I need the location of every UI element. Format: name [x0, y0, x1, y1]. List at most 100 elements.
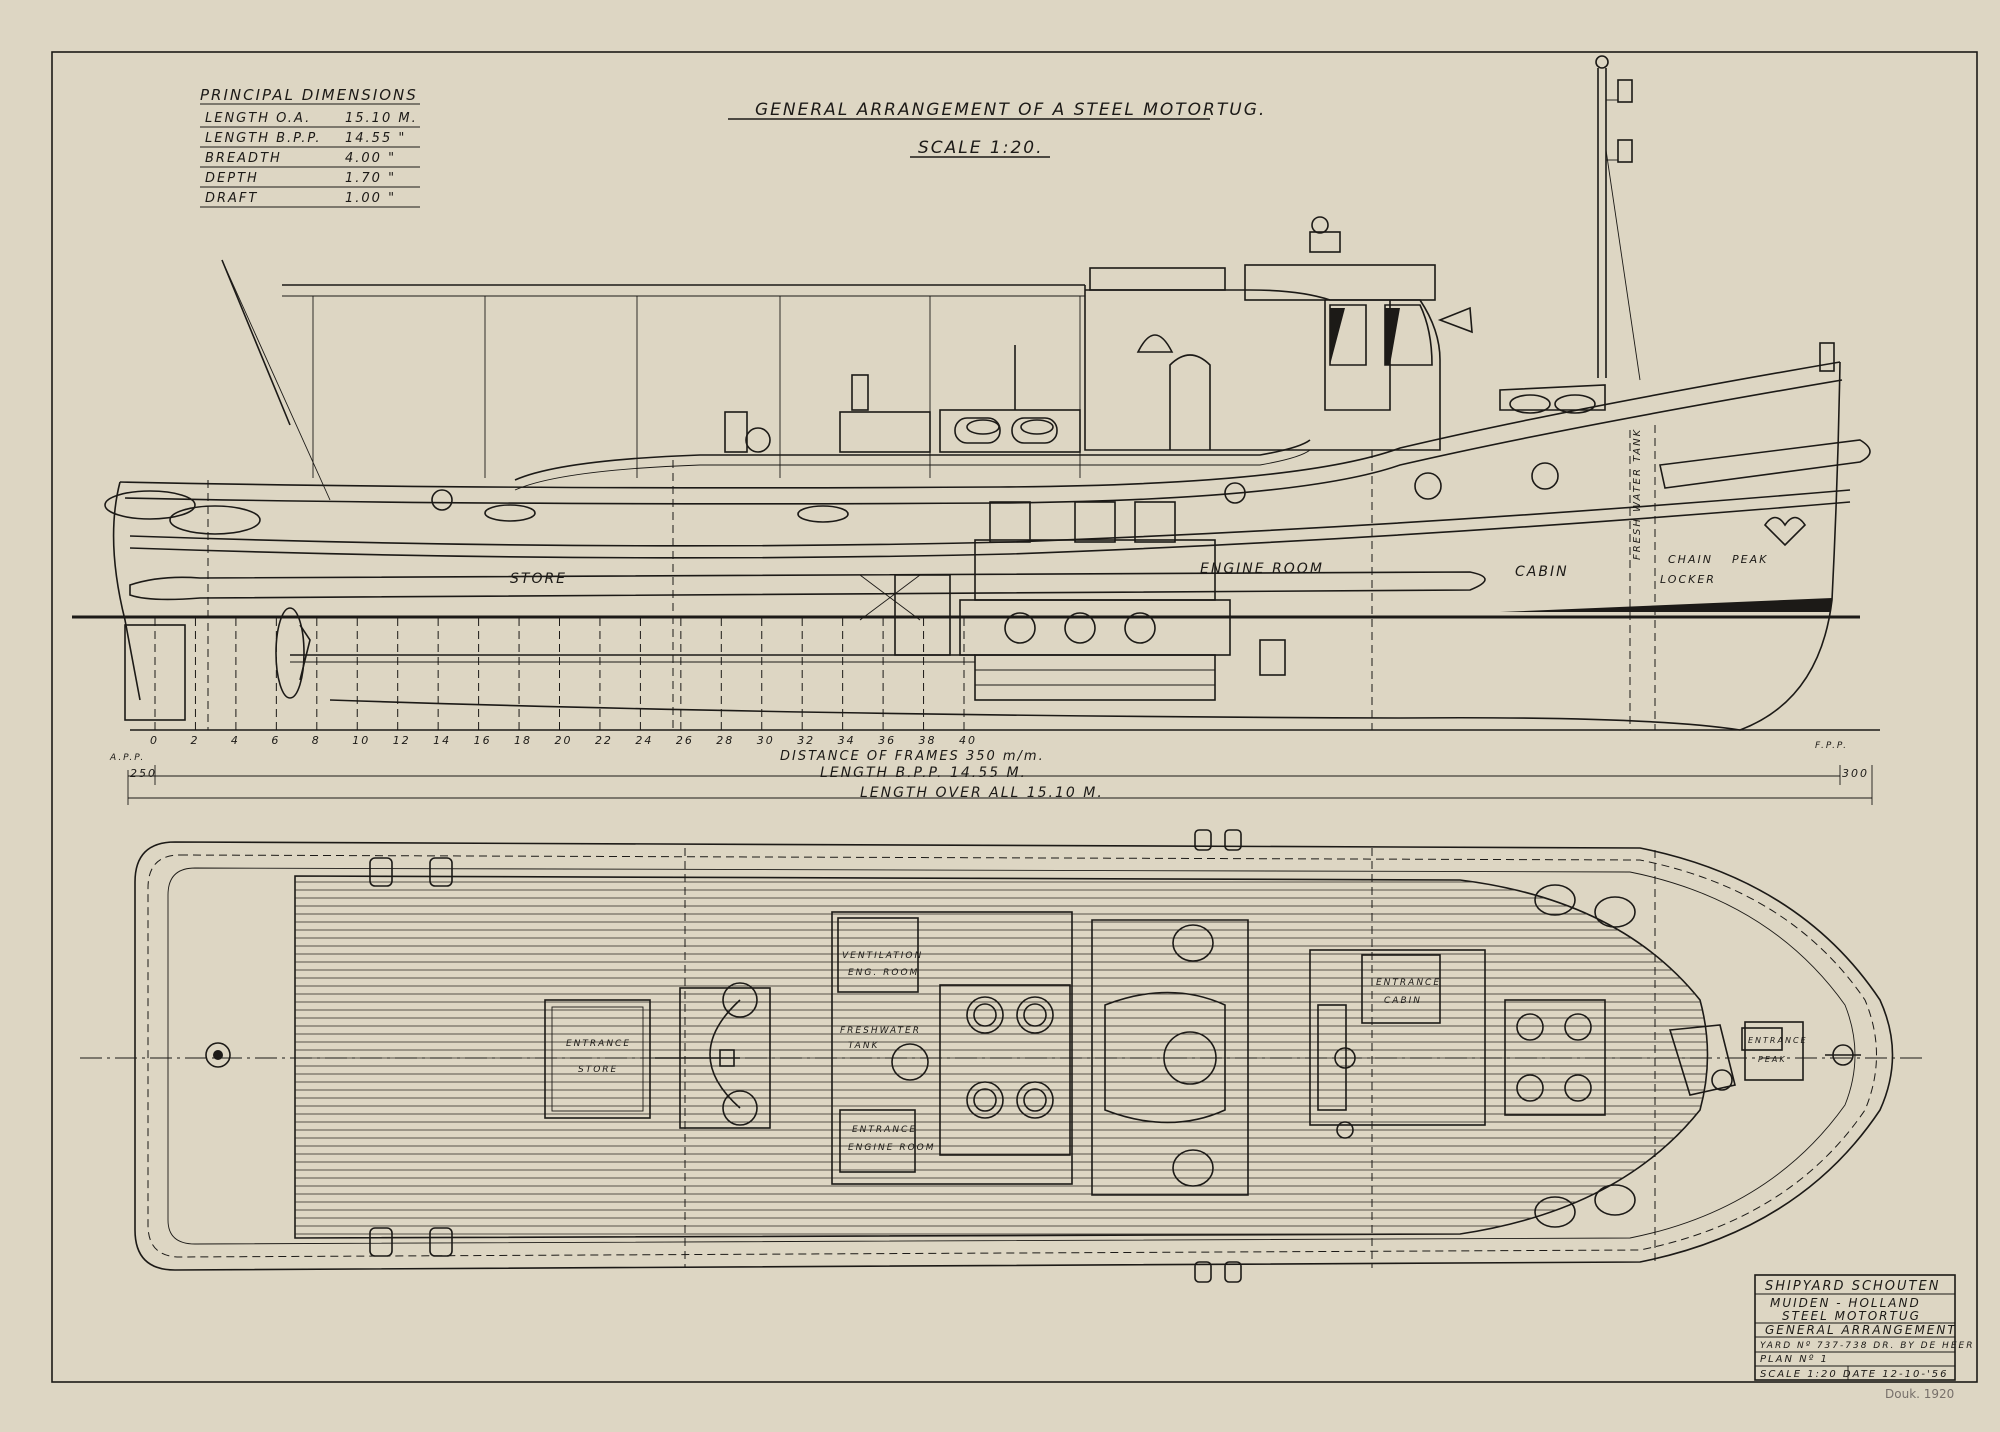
lower-fender	[129, 571, 1486, 601]
frame-number: 24	[635, 734, 653, 747]
frame-number: 8	[312, 734, 321, 747]
label-app: A.P.P.	[109, 753, 145, 763]
frame-number: 22	[595, 734, 613, 747]
drawing-title: GENERAL ARRANGEMENT OF A STEEL MOTORTUG.	[755, 100, 1266, 120]
stern-bollards	[369, 829, 1242, 1283]
deck-edge-inner	[147, 854, 1877, 1258]
derrick-boom	[221, 259, 291, 426]
length-bpp-label: LENGTH B.P.P. 14.55 M.	[820, 765, 1027, 781]
frame-spacing-label: DISTANCE OF FRAMES 350 m/m.	[780, 749, 1045, 764]
frame-number: 16	[474, 734, 492, 747]
frame-number: 34	[838, 734, 856, 747]
frame-number: 12	[393, 734, 411, 747]
frame-number: 40	[959, 734, 977, 747]
dimension-value: 15.10 M.	[345, 111, 418, 126]
horn	[1437, 306, 1473, 334]
archive-mark: Douk. 1920	[1885, 1387, 1954, 1401]
label-entrance-peak-1: ENTRANCE	[1748, 1036, 1808, 1045]
shell-logo	[1136, 334, 1174, 353]
stem-profile	[1739, 361, 1841, 731]
wheelhouse-door	[1169, 354, 1211, 450]
bulwark-inner	[167, 867, 1856, 1245]
label-entrance-engine-2: ENGINE ROOM	[848, 1143, 936, 1153]
length-overall-label: LENGTH OVER ALL 15.10 M.	[860, 785, 1104, 801]
frame-number: 0	[150, 734, 159, 747]
label-entrance-store-2: STORE	[578, 1065, 618, 1075]
frame-number: 30	[757, 734, 775, 747]
dimension-label: LENGTH O.A.	[205, 111, 311, 126]
bow-bollard	[1819, 342, 1835, 372]
propeller	[124, 607, 311, 721]
deck-planking-border	[294, 875, 1709, 1239]
forward-skylight	[1504, 999, 1606, 1116]
label-ventilation-1: VENTILATION	[842, 951, 923, 961]
frame-number: 4	[231, 734, 240, 747]
length-dimensions: A.P.P. F.P.P. DISTANCE OF FRAMES 350 m/m…	[109, 741, 1873, 805]
frame-number: 10	[352, 734, 370, 747]
exhaust-stack	[724, 411, 748, 453]
aft-offset-label: 250	[130, 767, 157, 780]
hatch-engine-room	[839, 1109, 916, 1173]
steering-wheel	[1163, 1031, 1217, 1085]
dimension-value: 4.00 "	[345, 151, 396, 166]
wheelhouse-plan	[1091, 919, 1249, 1196]
hatch-store	[544, 999, 651, 1119]
frame-number: 18	[514, 734, 532, 747]
rubbing-strake-upper	[124, 379, 1843, 505]
dimension-label: BREADTH	[205, 151, 282, 166]
sheet-border	[51, 51, 1978, 1383]
towing-hook	[655, 982, 771, 1129]
hatch-peak	[1744, 1021, 1804, 1081]
label-locker: LOCKER	[1660, 573, 1716, 586]
frame-number: 38	[919, 734, 937, 747]
drawing-scale: SCALE 1:20.	[918, 138, 1044, 158]
label-entrance-peak-2: PEAK	[1758, 1055, 1787, 1064]
bow-anchor	[1763, 516, 1807, 547]
mast-light-lower	[1617, 139, 1633, 163]
main-engine	[959, 501, 1286, 701]
label-chain: CHAIN	[1668, 553, 1713, 566]
label-entrance-engine-1: ENTRANCE	[852, 1125, 917, 1135]
shipyard-location: MUIDEN - HOLLAND	[1770, 1296, 1921, 1310]
deck-hull-outline	[134, 841, 1894, 1271]
yard-number-drawn-by: YARD Nº 737-738 DR. BY DE HEER	[1760, 1341, 1974, 1351]
label-cabin: CABIN	[1515, 564, 1569, 580]
label-entrance-cabin-1: ENTRANCE	[1376, 978, 1441, 988]
frame-number: 20	[555, 734, 573, 747]
mast	[1595, 55, 1641, 381]
label-peak: PEAK	[1732, 553, 1768, 566]
label-fresh-water-tank: FRESH WATER TANK	[1632, 428, 1643, 560]
ventilation-grille	[837, 917, 919, 993]
label-fpp: F.P.P.	[1815, 741, 1848, 751]
label-freshwater-2: TANK	[848, 1041, 879, 1051]
bulkheads	[207, 425, 1656, 730]
stern-fender-left	[104, 490, 196, 520]
awning-frame	[282, 284, 1085, 478]
masthead-light	[1617, 79, 1633, 103]
dimensions-header: PRINCIPAL DIMENSIONS	[200, 86, 418, 104]
title-block: SHIPYARD SCHOUTEN MUIDEN - HOLLAND STEEL…	[1754, 1274, 1974, 1381]
deck-plan: ENTRANCE STORE VENTILATION ENG. ROOM FRE…	[80, 829, 1925, 1283]
frame-number: 26	[676, 734, 694, 747]
dimension-label: DEPTH	[205, 171, 259, 186]
engine-room-hatch-group	[831, 911, 1073, 1185]
bow-vent-starboard	[1534, 1196, 1576, 1228]
plan-type: GENERAL ARRANGEMENT	[1765, 1323, 1957, 1337]
hull-portholes	[431, 462, 1559, 523]
frame-number: 36	[878, 734, 896, 747]
frame-number: 2	[190, 734, 199, 747]
deckhouse-portholes	[966, 419, 1054, 435]
scale-date: SCALE 1:20 DATE 12-10-'56	[1760, 1369, 1948, 1380]
engine-casing	[939, 409, 1081, 453]
label-store: STORE	[510, 571, 567, 587]
label-freshwater-1: FRESHWATER	[840, 1026, 921, 1036]
wheelhouse	[1084, 216, 1606, 451]
stern-profile	[112, 481, 141, 701]
compass	[1334, 1047, 1356, 1069]
wheelhouse-roof-box	[1089, 267, 1226, 291]
bulwark-rail	[514, 439, 1311, 481]
dimension-value: 14.55 "	[345, 131, 406, 146]
dimension-label: DRAFT	[205, 191, 258, 206]
